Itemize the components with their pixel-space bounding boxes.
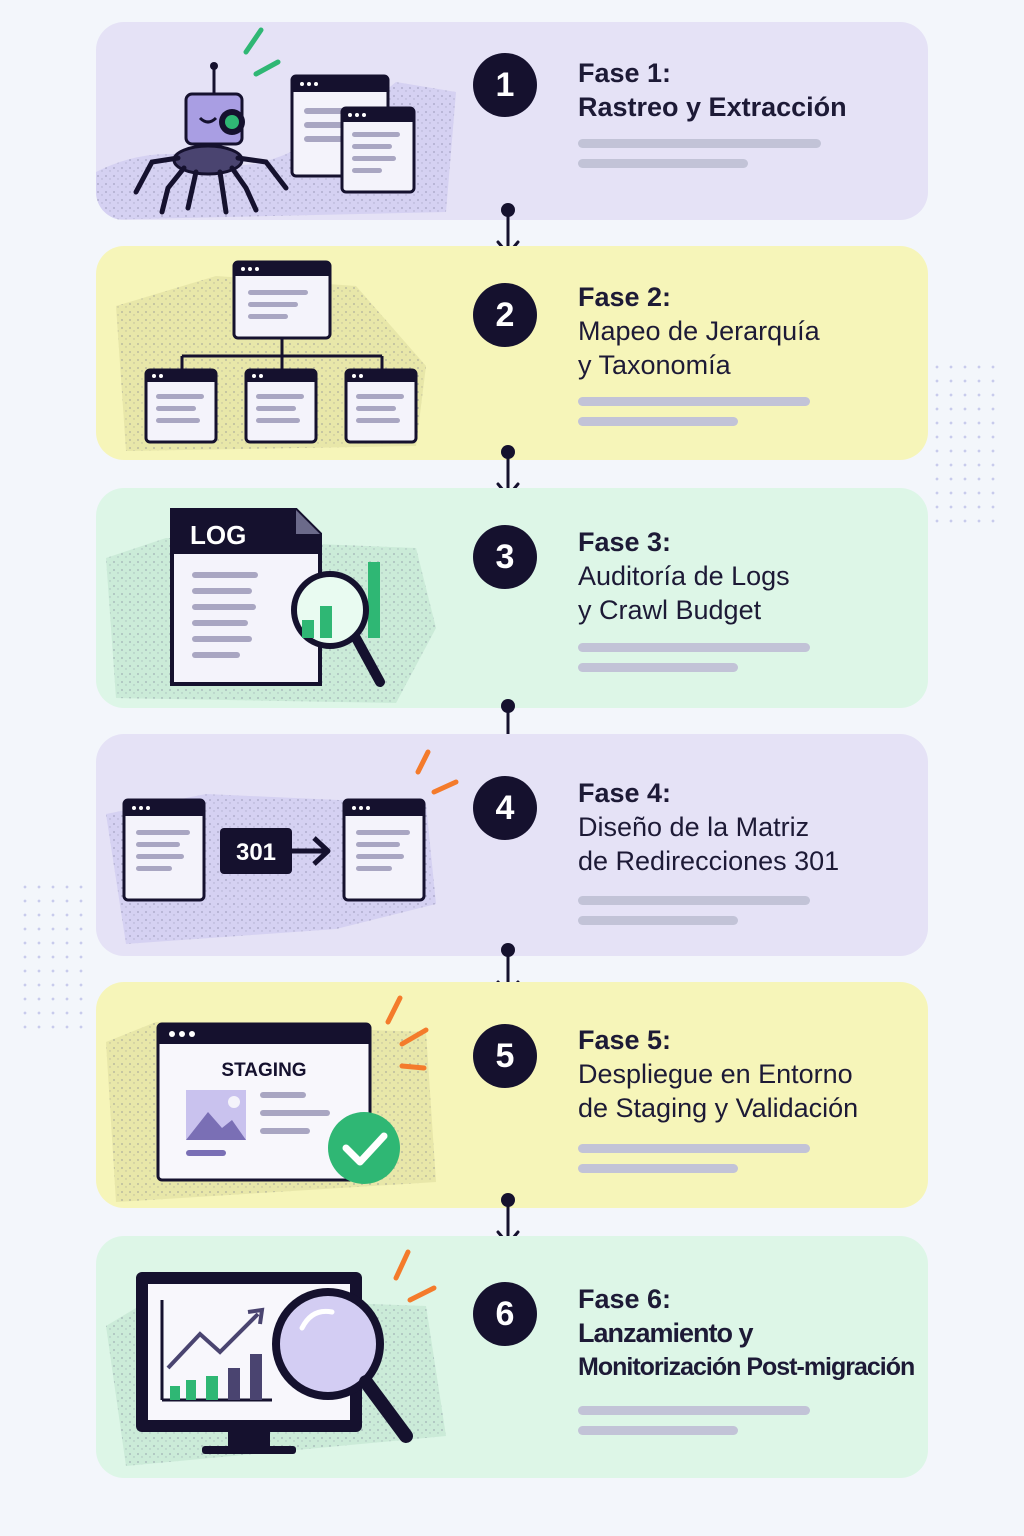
phase-label: Fase 4: (578, 778, 672, 808)
phase-name: Auditoría de Logs (578, 561, 790, 591)
placeholder-line (578, 397, 810, 406)
phase-name: Mapeo de Jerarquía (578, 316, 820, 346)
phase-card-4: 301 4 Fase 4: Diseño de la Matriz de Red… (96, 734, 928, 956)
phase-label: Fase 3: (578, 527, 672, 557)
phase-number-badge: 4 (473, 776, 537, 840)
phase-card-6: 6 Fase 6: Lanzamiento y Monitorización P… (96, 1236, 928, 1478)
phase-title: Fase 3: Auditoría de Logs y Crawl Budget (578, 525, 918, 627)
phase-title: Fase 1: Rastreo y Extracción (578, 56, 918, 124)
placeholder-line (578, 643, 810, 652)
crawler-robot-icon (133, 27, 416, 215)
redirect-code-label: 301 (236, 839, 276, 866)
placeholder-line (578, 916, 738, 925)
phase-name: Rastreo y Extracción (578, 92, 847, 122)
placeholder-line (578, 1164, 738, 1173)
placeholder-line (578, 139, 821, 148)
phase-card-5: STAGING 5 Fase 5: Despliegue en Entorno … (96, 982, 928, 1208)
phase-number-badge: 3 (473, 525, 537, 589)
staging-check-icon: STAGING (156, 995, 429, 1184)
monitor-analytics-icon (136, 1249, 437, 1454)
staging-label: STAGING (221, 1060, 306, 1081)
placeholder-line (578, 1426, 738, 1435)
phase-number-badge: 5 (473, 1024, 537, 1088)
phase-name: Lanzamiento y (578, 1318, 754, 1348)
phase-number-badge: 6 (473, 1282, 537, 1346)
placeholder-line (578, 1406, 810, 1415)
phase-title: Fase 2: Mapeo de Jerarquía y Taxonomía (578, 280, 918, 382)
phase-card-3: LOG 3 Fase 3: Auditoría de Logs y Crawl … (96, 488, 928, 708)
phase-card-1: 1 Fase 1: Rastreo y Extracción (96, 22, 928, 220)
phase-name: Diseño de la Matriz (578, 812, 810, 842)
phase-title: Fase 4: Diseño de la Matriz de Redirecci… (578, 776, 918, 878)
log-audit-icon: LOG (170, 508, 385, 687)
phase-name-line2: de Staging y Validación (578, 1093, 859, 1123)
phase-label: Fase 6: (578, 1284, 672, 1314)
phase-name-line2: y Crawl Budget (578, 595, 762, 625)
placeholder-line (578, 417, 738, 426)
phase-card-2: 2 Fase 2: Mapeo de Jerarquía y Taxonomía (96, 246, 928, 460)
placeholder-line (578, 896, 810, 905)
phase-label: Fase 1: (578, 58, 672, 88)
phase-label: Fase 5: (578, 1025, 672, 1055)
placeholder-line (578, 663, 738, 672)
redirect-301-icon: 301 (122, 749, 459, 902)
dot-pattern-left (18, 880, 88, 1030)
dot-pattern-right (930, 360, 1000, 530)
placeholder-line (578, 1144, 810, 1153)
phase-name-line2: y Taxonomía (578, 350, 731, 380)
phase-title: Fase 6: Lanzamiento y Monitorización Pos… (578, 1282, 923, 1384)
phase-name-line2: de Redirecciones 301 (578, 846, 840, 876)
phase-number-badge: 2 (473, 283, 537, 347)
log-label: LOG (190, 520, 246, 550)
phase-title: Fase 5: Despliegue en Entorno de Staging… (578, 1023, 918, 1125)
placeholder-line (578, 159, 748, 168)
phase-number-badge: 1 (473, 53, 537, 117)
phase-name-line2: Monitorización Post-migración (578, 1353, 915, 1381)
phase-name: Despliegue en Entorno (578, 1059, 853, 1089)
sitemap-hierarchy-icon (144, 260, 418, 444)
phase-label: Fase 2: (578, 282, 672, 312)
